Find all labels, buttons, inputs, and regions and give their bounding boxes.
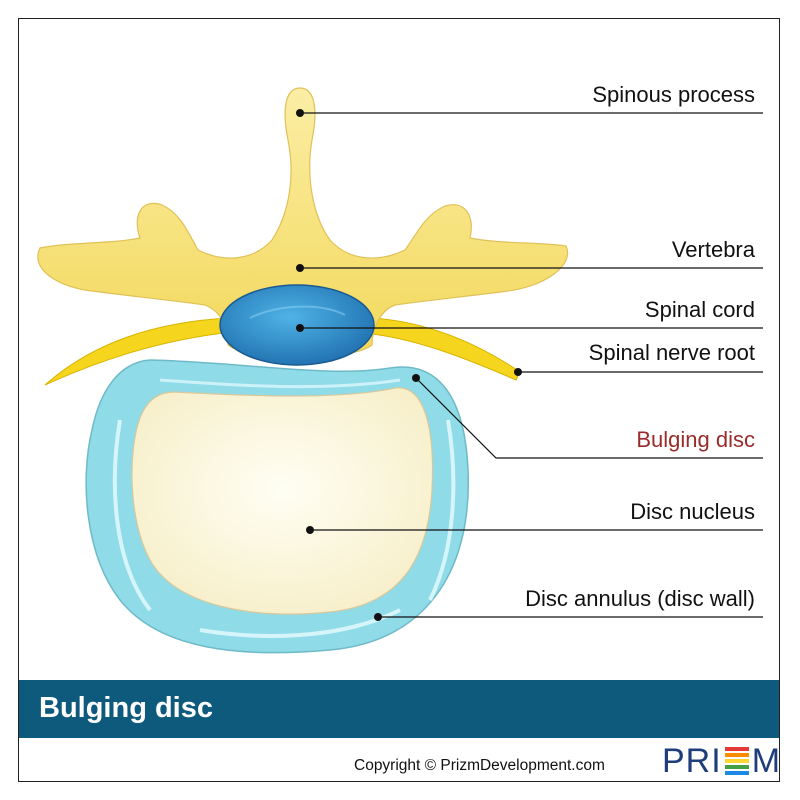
label-spinous-process: Spinous process bbox=[592, 82, 755, 107]
label-spinal-nerve-root: Spinal nerve root bbox=[588, 340, 755, 365]
logo-text-right: M bbox=[751, 741, 782, 780]
label-vertebra: Vertebra bbox=[671, 237, 755, 262]
logo-bar bbox=[724, 759, 749, 763]
copyright-text: Copyright © PrizmDevelopment.com bbox=[354, 757, 605, 774]
label-disc-annulus: Disc annulus (disc wall) bbox=[525, 586, 755, 611]
label-bulging-disc: Bulging disc bbox=[636, 427, 755, 452]
logo-bar bbox=[724, 765, 749, 769]
spinal-cord-shape bbox=[219, 284, 375, 366]
logo-bar bbox=[724, 753, 749, 757]
page-title: Bulging disc bbox=[39, 692, 213, 724]
spine-cross-section-illustration bbox=[37, 87, 763, 654]
title-banner: Bulging disc bbox=[19, 680, 779, 738]
logo-color-bars-icon bbox=[724, 747, 749, 775]
logo-text-left: PRI bbox=[662, 741, 722, 780]
disc-nucleus-shape bbox=[131, 387, 434, 615]
logo-bar bbox=[724, 747, 749, 751]
label-disc-nucleus: Disc nucleus bbox=[630, 499, 755, 524]
label-spinal-cord: Spinal cord bbox=[644, 297, 755, 322]
prizm-logo: PRI M bbox=[662, 741, 781, 781]
logo-bar bbox=[724, 771, 749, 775]
